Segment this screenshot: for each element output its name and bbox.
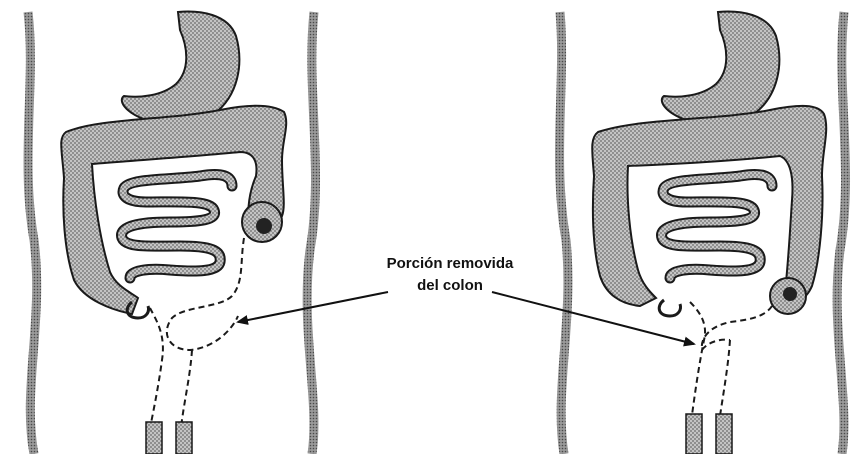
left-stomach — [122, 12, 240, 124]
left-rectal-stump-2 — [176, 422, 192, 454]
right-tumor — [783, 287, 797, 301]
right-stomach — [662, 12, 780, 124]
left-figure — [28, 12, 316, 454]
left-rectal-stump-1 — [146, 422, 162, 454]
annotation-label-line1: Porción removida — [360, 254, 540, 274]
right-body-wall-outer — [560, 12, 568, 454]
right-removed-colon-outline — [690, 302, 772, 430]
left-body-wall-outer — [28, 12, 37, 454]
left-body-wall-inner — [307, 12, 315, 454]
right-body-wall-inner — [837, 12, 845, 454]
right-rectal-stump-2 — [716, 414, 732, 454]
left-tumor — [256, 218, 272, 234]
right-appendix — [659, 300, 680, 316]
annotation-label-line2: del colon — [360, 276, 540, 296]
arrow-to-left-figure — [238, 292, 388, 322]
right-figure — [560, 12, 846, 454]
right-rectal-stump-1 — [686, 414, 702, 454]
